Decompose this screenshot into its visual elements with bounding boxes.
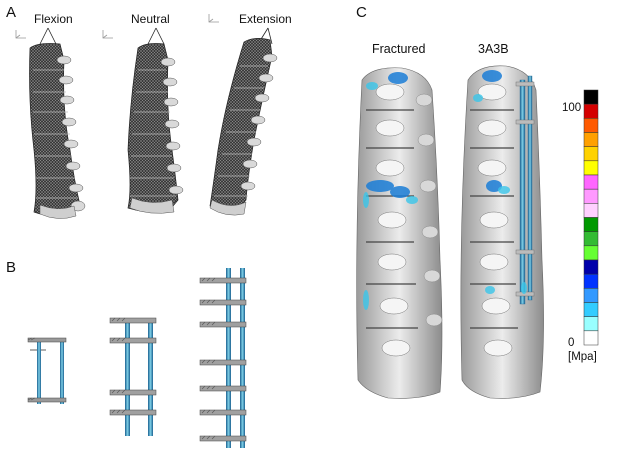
scale-max-label: 100 — [562, 102, 582, 114]
axis-triad-neutral — [102, 30, 113, 39]
fixation-construct-short — [27, 337, 67, 404]
scale-swatch — [583, 89, 599, 105]
panel-letter-c: C — [356, 4, 367, 21]
scale-swatch — [583, 132, 599, 147]
axis-triad-extension — [208, 14, 219, 23]
scale-swatch — [583, 302, 599, 317]
scale-swatch — [583, 203, 599, 218]
stress-color-scale — [583, 89, 599, 346]
scale-swatch — [583, 330, 599, 346]
scale-swatch — [583, 217, 599, 232]
scale-swatch — [583, 103, 599, 119]
view-label-flexion: Flexion — [34, 12, 73, 26]
scale-unit-label: [Mpa] — [568, 351, 597, 363]
scale-swatch — [583, 146, 599, 162]
scale-swatch — [583, 259, 599, 275]
fixation-construct-medium — [109, 317, 157, 436]
view-label-neutral: Neutral — [131, 12, 170, 26]
scale-swatch — [583, 188, 599, 204]
panel-letter-a: A — [6, 4, 17, 21]
axis-triad-flexion — [15, 30, 26, 39]
scale-min-label: 0 — [568, 337, 575, 349]
scale-swatch — [583, 245, 599, 261]
scale-swatch — [583, 316, 599, 332]
spine-model-extension — [209, 38, 278, 216]
stress-model-3a3b — [460, 65, 544, 399]
model-label-fractured: Fractured — [372, 42, 426, 56]
scale-swatch — [583, 273, 599, 289]
panel-letter-b: B — [6, 259, 17, 276]
scale-swatch — [583, 118, 599, 133]
view-label-extension: Extension — [239, 12, 292, 26]
spine-model-neutral — [127, 43, 184, 214]
spine-model-flexion — [29, 43, 86, 219]
scale-swatch — [583, 231, 599, 247]
model-label-3a3b: 3A3B — [478, 42, 509, 56]
fixation-construct-long — [199, 268, 247, 448]
scale-swatch — [583, 288, 599, 303]
scale-swatch — [583, 160, 599, 176]
pointer-lines — [39, 27, 273, 45]
stress-model-fractured — [356, 67, 443, 399]
scale-swatch — [583, 174, 599, 190]
